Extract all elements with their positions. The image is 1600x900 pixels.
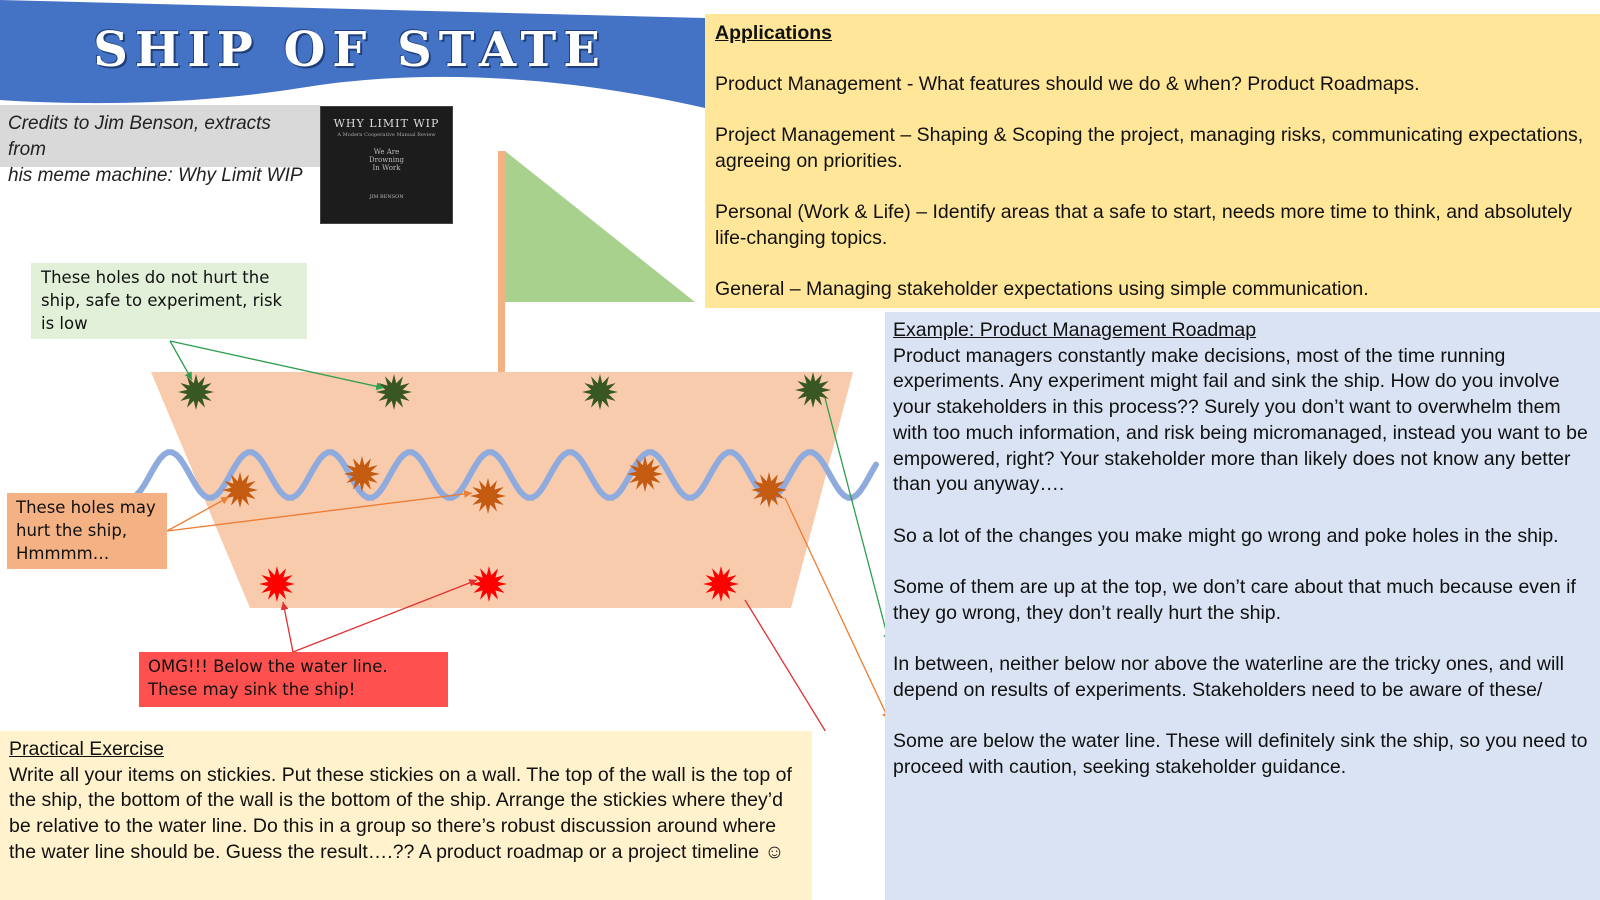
- hole-danger: [703, 566, 739, 602]
- practical-heading: Practical Exercise: [9, 738, 164, 760]
- example-paragraph: So a lot of the changes you make might g…: [893, 524, 1559, 547]
- note-safe-holes: These holes do not hurt the ship, safe t…: [31, 263, 307, 339]
- hole-safe: [376, 374, 412, 410]
- arrow-orange: [784, 497, 885, 720]
- book-cover-image: WHY LIMIT WIP A Modern Cooperative Manua…: [320, 106, 453, 224]
- book-subtitle: A Modern Cooperative Manual Review: [337, 132, 436, 138]
- hole-risky: [470, 478, 506, 514]
- arrow-red: [292, 579, 478, 653]
- note-danger-holes: OMG!!! Below the water line. These may s…: [139, 652, 448, 707]
- arrow-green: [824, 397, 885, 642]
- arrow-orange: [166, 490, 473, 532]
- hole-danger: [471, 566, 507, 602]
- book-title: WHY LIMIT WIP: [333, 117, 440, 130]
- arrow-green: [169, 340, 193, 381]
- note-risky-holes: These holes may hurt the ship, Hmmmm…: [7, 493, 167, 569]
- example-paragraph: In between, neither below nor above the …: [893, 653, 1564, 701]
- ship-hull: [151, 372, 853, 608]
- application-item: General – Managing stakeholder expectati…: [715, 278, 1369, 300]
- example-panel: Example: Product Management Roadmap Prod…: [885, 312, 1600, 900]
- water-line: [125, 449, 879, 501]
- hole-risky: [627, 456, 663, 492]
- book-author: JIM BENSON: [369, 194, 404, 200]
- practical-exercise-panel: Practical Exercise Write all your items …: [0, 731, 812, 900]
- example-paragraph: Some are below the water line. These wil…: [893, 730, 1588, 778]
- ship-diagram: [125, 151, 885, 731]
- application-item: Project Management – Shaping & Scoping t…: [715, 124, 1584, 172]
- credits-text: Credits to Jim Benson, extracts from his…: [0, 105, 320, 186]
- hole-safe: [178, 374, 214, 410]
- ship-holes: [178, 372, 831, 602]
- arrow-green: [169, 340, 385, 391]
- ship-flag: [505, 151, 695, 302]
- application-item: Product Management - What features shoul…: [715, 73, 1420, 95]
- hole-risky: [222, 472, 258, 508]
- hole-danger: [259, 566, 295, 602]
- example-paragraph: Some of them are up at the top, we don’t…: [893, 576, 1576, 624]
- arrow-orange: [166, 496, 230, 532]
- example-paragraph: Product managers constantly make decisio…: [893, 344, 1588, 496]
- application-item: Personal (Work & Life) – Identify areas …: [715, 201, 1572, 249]
- hole-safe: [582, 374, 618, 410]
- applications-panel: Applications Product Management - What f…: [705, 14, 1600, 308]
- credits-line-1: Credits to Jim Benson, extracts from: [8, 113, 271, 160]
- ship-mast: [498, 151, 505, 373]
- example-heading: Example: Product Management Roadmap: [893, 319, 1257, 341]
- arrow-red: [744, 599, 827, 731]
- hole-risky: [344, 456, 380, 492]
- book-motto: We Are Drowning In Work: [369, 148, 404, 172]
- hole-safe: [795, 372, 831, 408]
- page-title: SHIP OF STATE: [93, 22, 607, 78]
- applications-heading: Applications: [715, 22, 833, 44]
- credits-line-2: his meme machine: Why Limit WIP: [8, 165, 303, 186]
- title-banner: [0, 0, 705, 108]
- practical-body: Write all your items on stickies. Put th…: [9, 763, 792, 863]
- hole-risky: [751, 472, 787, 508]
- arrow-red: [280, 601, 294, 653]
